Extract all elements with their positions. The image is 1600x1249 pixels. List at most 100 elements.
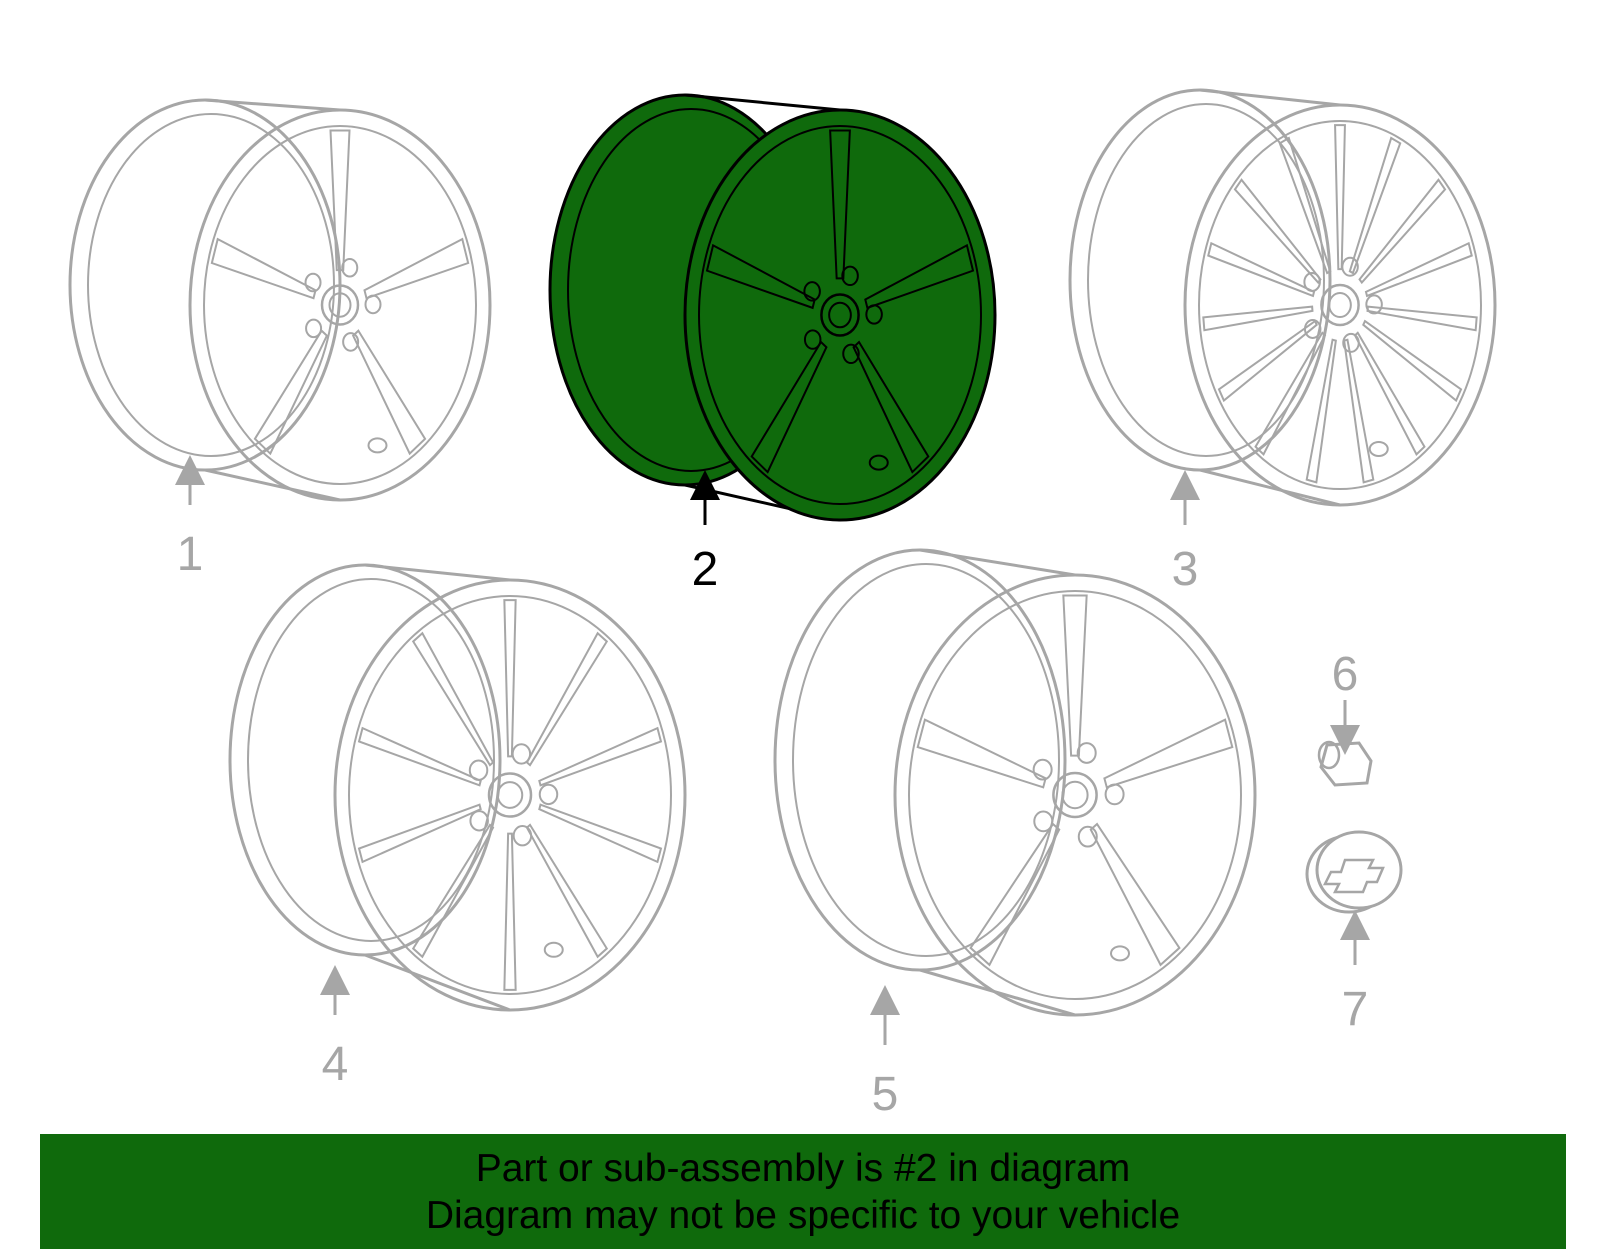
center-bore [487, 772, 533, 818]
wheel-spoke [1348, 136, 1402, 275]
lug-nut-icon-6[interactable] [1317, 740, 1373, 787]
valve-stem-hole [1368, 441, 1389, 457]
footer-line-1: Part or sub-assembly is #2 in diagram [475, 1146, 1131, 1190]
lug-hole [304, 272, 322, 293]
lug-hole [842, 343, 860, 365]
lug-hole [803, 329, 822, 350]
wheel-spoke [1305, 338, 1337, 484]
rim-top-edge [684, 93, 841, 112]
bowtie-emblem-icon [1322, 858, 1385, 894]
wheel-spoke [411, 823, 495, 959]
lug-hole [512, 825, 533, 847]
wheel-icon-1[interactable] [68, 98, 492, 502]
wheel-spoke [538, 803, 663, 864]
parts-diagram: 1 2 3 4 5 6 7 [68, 88, 1497, 1121]
rim-inner-lip [87, 113, 335, 457]
wheel-face-inner-ring [1198, 120, 1482, 490]
valve-stem-hole [868, 454, 889, 471]
rim-bottom-edge [1199, 468, 1341, 507]
wheel-spoke [969, 822, 1061, 967]
lug-hole [1303, 271, 1321, 292]
center-bore-inner [1328, 292, 1352, 318]
wheel-icon-4[interactable] [228, 563, 687, 1012]
center-bore [820, 293, 860, 337]
wheel-spoke [357, 803, 482, 864]
wheel-face-inner-ring [348, 595, 672, 995]
rim-bottom-edge [204, 468, 341, 502]
lug-hole [803, 281, 821, 302]
callout-label-3[interactable]: 3 [1172, 543, 1199, 596]
center-bore-inner [1061, 780, 1089, 810]
lug-hole [511, 743, 532, 765]
wheel-spoke [1334, 124, 1346, 271]
wheel-spoke [411, 631, 495, 767]
wheel-spoke [1103, 718, 1234, 789]
lug-hole [1342, 332, 1360, 353]
wheel-spoke [750, 340, 828, 474]
wheel-spoke [829, 129, 851, 280]
wheel-spoke [351, 329, 427, 456]
rim-top-edge [1199, 88, 1341, 107]
lug-hole [469, 810, 489, 832]
callout-label-4[interactable]: 4 [322, 1038, 349, 1091]
lug-hole [841, 265, 859, 287]
footer-line-2: Diagram may not be specific to your vehi… [425, 1193, 1181, 1237]
rim-inner-lip [1087, 103, 1325, 457]
wheel-spoke [1362, 319, 1463, 403]
wheel-face [333, 578, 687, 1012]
footer-banner: Part or sub-assembly is #2 in diagram Di… [40, 1134, 1566, 1249]
rim-barrel [228, 563, 502, 957]
wheel-spoke [916, 718, 1047, 789]
wheel-face-inner-ring [908, 590, 1242, 1000]
callout-label-7[interactable]: 7 [1342, 983, 1369, 1036]
callout-label-1[interactable]: 1 [177, 528, 204, 581]
wheel-spoke [503, 832, 517, 991]
wheel-face [893, 573, 1257, 1017]
lug-hole [1077, 825, 1098, 848]
wheel-icon-2[interactable] [548, 93, 997, 522]
callout-label-5[interactable]: 5 [872, 1068, 899, 1121]
rim-inner-lip [792, 563, 1060, 957]
wheel-spoke [525, 823, 609, 959]
valve-stem-hole [543, 941, 564, 958]
wheel-spoke [1254, 331, 1327, 456]
lug-hole [1032, 758, 1053, 781]
lug-nut-seat [1317, 740, 1341, 770]
wheel-spoke [1358, 178, 1447, 285]
wheel-icon-3[interactable] [1068, 88, 1497, 507]
wheel-spoke [210, 237, 317, 300]
rim-bottom-edge [364, 953, 511, 1012]
wheel-spoke [1217, 319, 1318, 403]
center-cap-icon-7[interactable] [1305, 830, 1403, 914]
wheel-spoke [1353, 331, 1426, 456]
rim-top-edge [919, 548, 1076, 577]
lug-hole [468, 759, 489, 781]
wheel-spoke [1364, 241, 1473, 298]
wheel-spoke [357, 726, 482, 787]
rim-top-edge [204, 98, 341, 112]
center-bore [1052, 771, 1098, 819]
wheel-spoke [1062, 594, 1088, 757]
callout-label-6[interactable]: 6 [1332, 648, 1359, 701]
lug-hole [305, 318, 323, 339]
callout-label-2[interactable]: 2 [692, 543, 719, 596]
center-bore-inner [496, 781, 524, 809]
wheel-spoke [864, 243, 975, 310]
center-bore-inner [328, 292, 352, 318]
wheel-icon-5[interactable] [773, 548, 1257, 1017]
lug-hole [1033, 810, 1054, 833]
lug-hole [341, 257, 359, 278]
center-bore [320, 284, 360, 326]
wheel-spoke [1366, 305, 1478, 332]
wheel-spoke [363, 237, 470, 300]
wheel-spoke [1343, 338, 1375, 484]
rim-inner-lip [247, 578, 495, 942]
lug-hole [1104, 783, 1125, 806]
wheel-spoke [503, 599, 517, 758]
wheel-face [1183, 103, 1497, 507]
wheel-spoke [1278, 136, 1332, 275]
lug-nut-body [1319, 741, 1373, 787]
wheel-spoke [1202, 305, 1314, 332]
wheel-face-inner-ring [203, 125, 477, 485]
lug-hole [1365, 294, 1383, 315]
